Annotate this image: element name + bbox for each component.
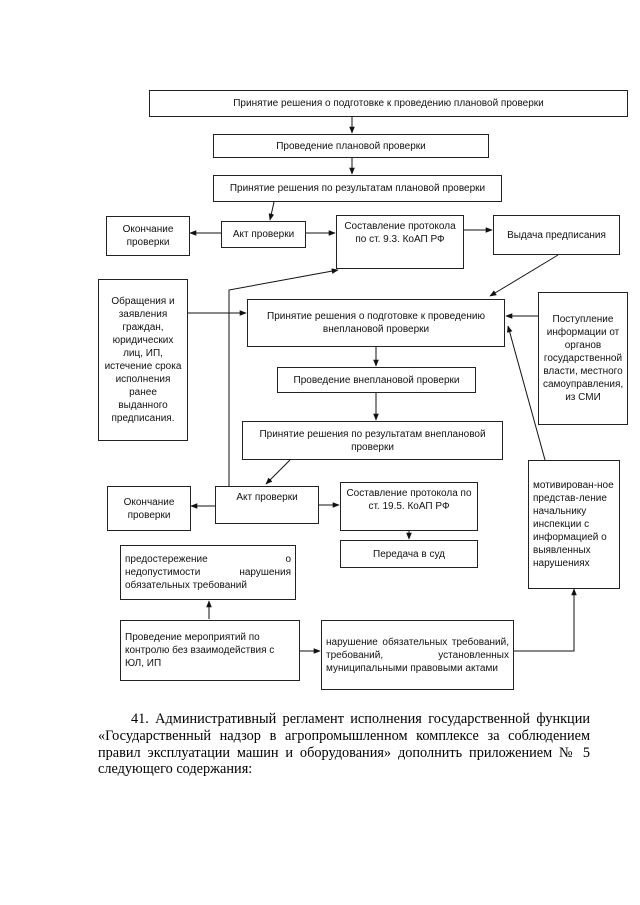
arrow-unplan-results-to-act	[265, 459, 291, 485]
box-warning-label: предостережение о недопустимости нарушен…	[125, 554, 291, 591]
box-info-receipt: Поступление информации от органов госуда…	[538, 292, 628, 425]
box-unplan-decision-label: Принятие решения о подготовке к проведен…	[267, 311, 485, 335]
box-act-2: Акт проверки	[215, 486, 319, 524]
box-plan-decision-label: Принятие решения о подготовке к проведен…	[233, 98, 544, 109]
arrow-order-to-unplan-decision	[489, 254, 559, 297]
box-order-issue-label: Выдача предписания	[507, 229, 606, 241]
box-motivated: мотивирован-ное представ-ление начальник…	[528, 460, 620, 589]
box-end-check-1: Окончание проверки	[106, 216, 190, 256]
box-protocol-1: Составление протокола по ст. 9.3. КоАП Р…	[336, 215, 464, 269]
box-appeals: Обращения и заявления граждан, юридическ…	[98, 279, 188, 441]
box-order-issue: Выдача предписания	[493, 215, 620, 255]
box-unplan-results-label: Принятие решения по результатам внеплано…	[259, 428, 486, 453]
box-unplan-results: Принятие решения по результатам внеплано…	[242, 421, 503, 460]
box-violation-label: нарушение обязательных требований, требо…	[326, 636, 509, 674]
box-end-check-2: Окончание проверки	[107, 486, 191, 531]
box-unplan-inspection-label: Проведение внеплановой проверки	[293, 374, 460, 386]
document-paragraph: 41. Административный регламент исполнени…	[98, 711, 590, 778]
box-act-2-label: Акт проверки	[236, 492, 298, 503]
arrow-motivated-to-unplan-decision	[506, 325, 546, 461]
box-plan-inspection: Проведение плановой проверки	[213, 134, 489, 158]
box-no-contact: Проведение мероприятий по контролю без в…	[120, 620, 300, 681]
box-protocol-2-label: Составление протокола по ст. 19.5. КоАП …	[346, 488, 472, 512]
box-unplan-decision: Принятие решения о подготовке к проведен…	[247, 299, 505, 347]
box-court: Передача в суд	[340, 540, 478, 568]
box-violation: нарушение обязательных требований, требо…	[321, 620, 514, 690]
box-plan-results: Принятие решения по результатам плановой…	[213, 175, 502, 202]
arrow-act2-up-to-protocol1	[228, 268, 339, 487]
box-protocol-1-label: Составление протокола по ст. 9.3. КоАП Р…	[344, 221, 456, 245]
box-plan-results-label: Принятие решения по результатам плановой…	[229, 183, 486, 194]
box-end-check-2-label: Окончание проверки	[123, 496, 175, 521]
box-warning: предостережение о недопустимости нарушен…	[120, 545, 296, 600]
box-plan-inspection-label: Проведение плановой проверки	[276, 140, 426, 152]
box-info-receipt-label: Поступление информации от органов госуда…	[543, 314, 624, 403]
box-end-check-1-label: Окончание проверки	[122, 224, 174, 248]
box-no-contact-label: Проведение мероприятий по контролю без в…	[125, 632, 275, 669]
box-protocol-2: Составление протокола по ст. 19.5. КоАП …	[340, 482, 478, 531]
arrow-violation-to-motivated	[514, 588, 577, 652]
box-court-label: Передача в суд	[373, 548, 445, 560]
box-act-1-label: Акт проверки	[232, 229, 295, 240]
box-act-1: Акт проверки	[221, 221, 306, 248]
box-motivated-label: мотивирован-ное представ-ление начальник…	[533, 480, 614, 569]
box-appeals-label: Обращения и заявления граждан, юридическ…	[104, 296, 182, 424]
arrow-plan-results-to-act	[268, 201, 275, 221]
box-plan-decision: Принятие решения о подготовке к проведен…	[149, 90, 628, 117]
box-unplan-inspection: Проведение внеплановой проверки	[277, 367, 476, 393]
